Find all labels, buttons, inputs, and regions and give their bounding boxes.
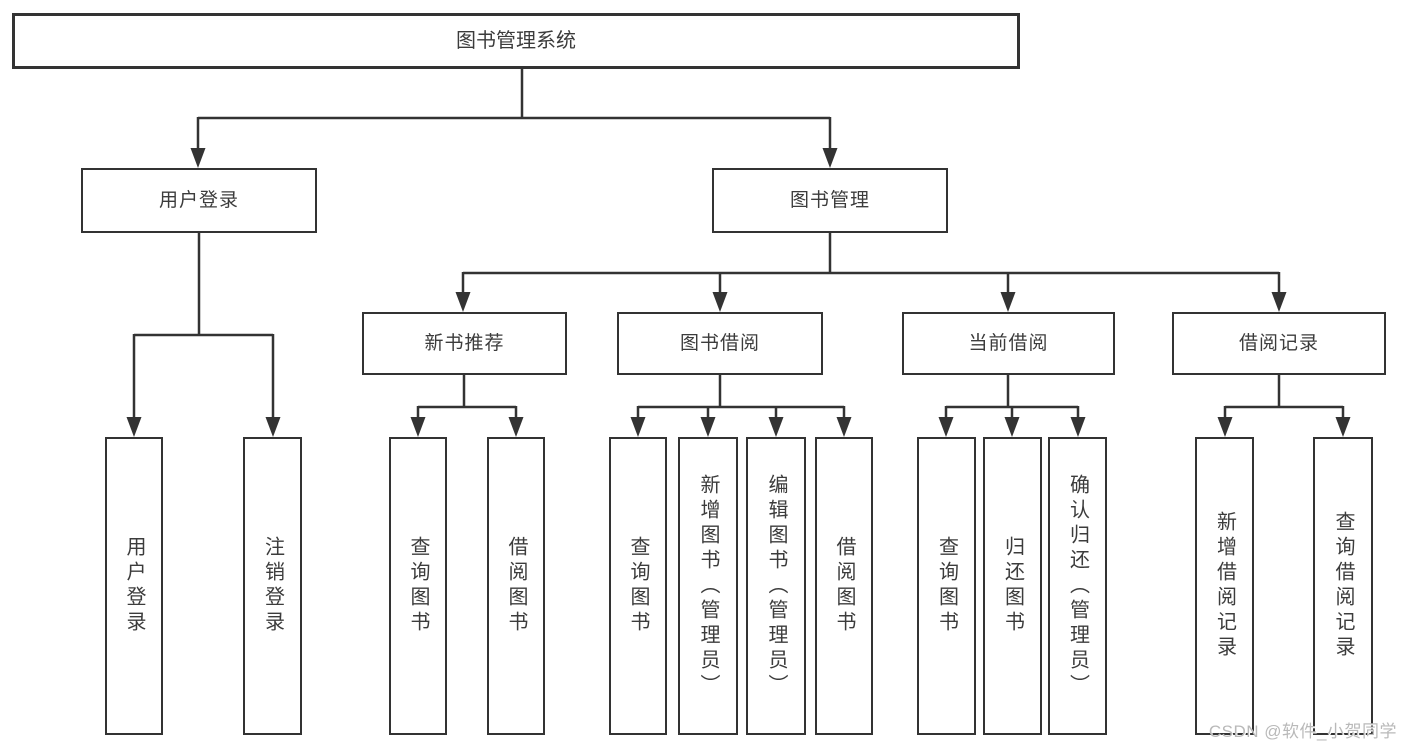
node-new-book-recommend: 新书推荐 — [362, 312, 567, 375]
arrowheads — [126, 148, 1351, 437]
node-book-management: 图书管理 — [712, 168, 948, 233]
leaf-borrow-add-books-admin: 新增图书（管理员） — [678, 437, 738, 735]
leaf-newbook-borrow-books: 借阅图书 — [487, 437, 545, 735]
leaf-current-query-books: 查询图书 — [917, 437, 976, 735]
leaf-current-return-books: 归还图书 — [983, 437, 1042, 735]
node-current-borrowing: 当前借阅 — [902, 312, 1115, 375]
leaf-borrow-query-books: 查询图书 — [609, 437, 667, 735]
leaf-records-query-record: 查询借阅记录 — [1313, 437, 1373, 735]
node-book-borrowing: 图书借阅 — [617, 312, 823, 375]
node-user-login: 用户登录 — [81, 168, 317, 233]
leaf-newbook-query-books: 查询图书 — [389, 437, 447, 735]
node-library-management-system: 图书管理系统 — [12, 13, 1020, 69]
csdn-watermark: CSDN @软件_小贺同学 — [1208, 722, 1397, 741]
leaf-logout: 注销登录 — [243, 437, 302, 735]
node-borrowing-records: 借阅记录 — [1172, 312, 1386, 375]
leaf-current-confirm-return-admin: 确认归还（管理员） — [1048, 437, 1107, 735]
leaf-borrow-edit-books-admin: 编辑图书（管理员） — [746, 437, 806, 735]
leaf-user-login: 用户登录 — [105, 437, 163, 735]
leaf-records-add-record: 新增借阅记录 — [1195, 437, 1254, 735]
leaf-borrow-borrow-books: 借阅图书 — [815, 437, 873, 735]
